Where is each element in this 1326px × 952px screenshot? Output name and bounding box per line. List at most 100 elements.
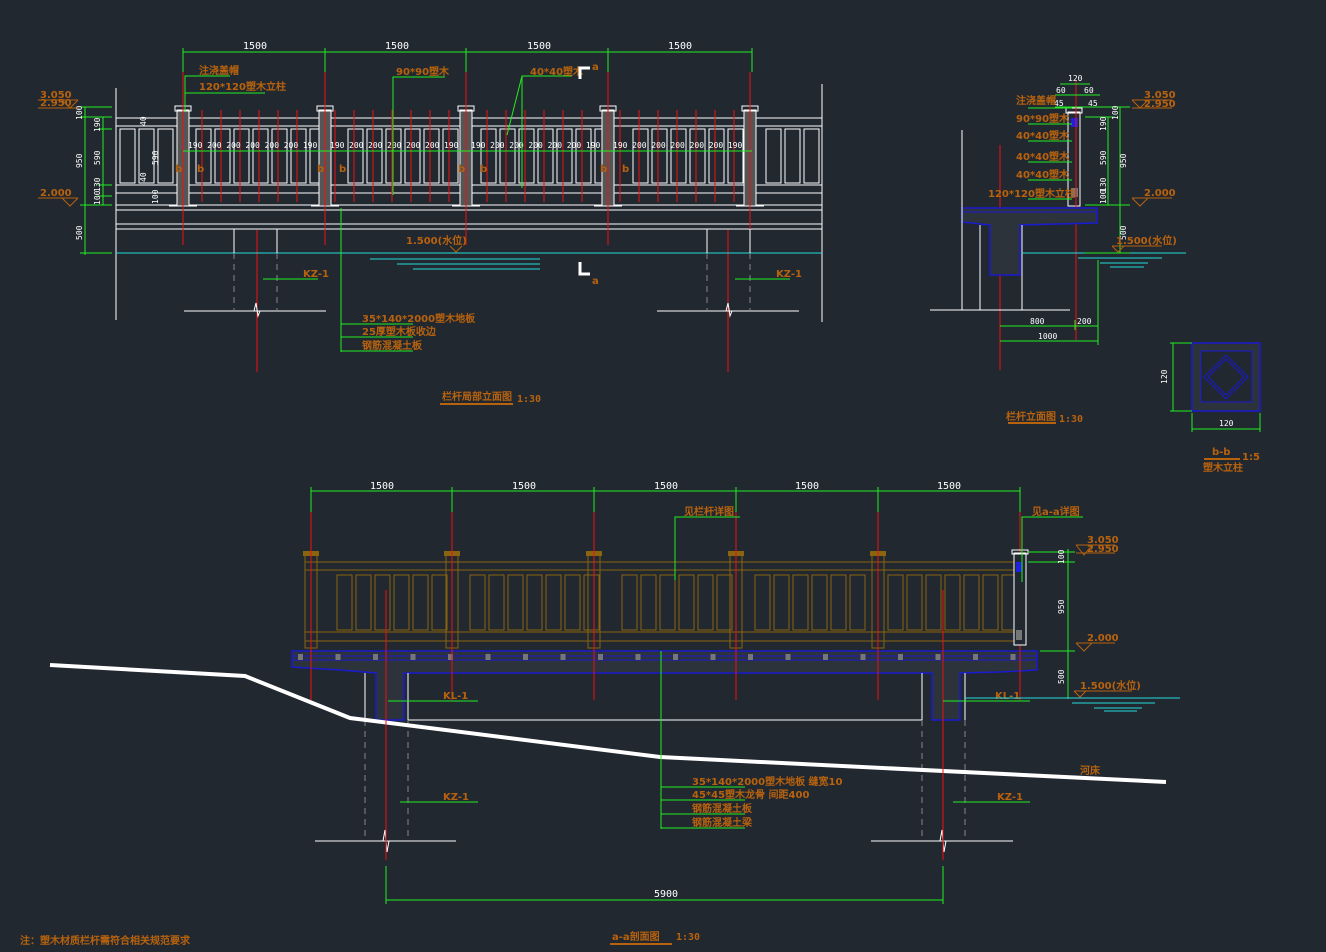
side-label: 40*40塑木 <box>1016 129 1070 142</box>
section-mark-label: a <box>592 62 599 73</box>
spacing-label: 190 <box>303 141 318 150</box>
span-label: 1500 <box>370 481 394 492</box>
dim-590: 590 <box>151 150 160 165</box>
spacing-label: 200 <box>690 141 705 150</box>
spacing-label: 200 <box>709 141 724 150</box>
aa-ref-label: 见a-a详图 <box>1032 505 1080 518</box>
baluster-panel <box>982 574 999 631</box>
b-mark-label: b <box>458 164 465 175</box>
baluster-panel <box>195 128 212 184</box>
post-label: 120*120塑木立柱 <box>199 80 286 93</box>
water-level-label: 1.500(水位) <box>406 234 467 247</box>
spacing-label: 190 <box>728 141 743 150</box>
pile-label-left: KZ-1 <box>303 269 329 280</box>
side-elevation: 120 60 60 45 45 100 190 590 100 130 950 … <box>930 74 1186 425</box>
dim-950: 950 <box>1119 153 1128 168</box>
spacing-label: 200 <box>651 141 666 150</box>
baluster-panel <box>404 128 421 184</box>
dim-100: 100 <box>75 105 84 120</box>
total-span-label: 5900 <box>654 889 678 900</box>
span-label: 1500 <box>512 481 536 492</box>
elev-2950: 2.950 <box>1144 99 1176 110</box>
railing-ref-label: 见栏杆详图 <box>684 505 734 518</box>
section-mark-icon <box>578 262 590 276</box>
spacing-label: 190 <box>471 141 486 150</box>
spacing-label: 200 <box>490 141 505 150</box>
baluster-panel <box>906 574 923 631</box>
span-label: 1500 <box>385 41 409 52</box>
joist <box>523 654 528 660</box>
beam-label-left: KL-1 <box>443 691 468 702</box>
spacing-label: 200 <box>226 141 241 150</box>
joist <box>598 654 603 660</box>
baluster-panel <box>887 574 904 631</box>
baluster-panel <box>849 574 866 631</box>
deck-label: 35*140*2000塑木地板 <box>362 312 476 325</box>
elev-2000: 2.000 <box>1087 633 1119 644</box>
spacing-label: 200 <box>406 141 421 150</box>
baluster-panel <box>480 128 497 184</box>
baluster-panel <box>518 128 535 184</box>
baluster-panel <box>442 128 459 184</box>
dim-500: 500 <box>1057 669 1066 684</box>
spacing-label: 190 <box>444 141 459 150</box>
spacing-label: 200 <box>368 141 383 150</box>
dim-45: 45 <box>1088 99 1098 108</box>
side-label: 120*120塑木立柱 <box>988 187 1075 200</box>
beam-label-right: KL-1 <box>995 691 1020 702</box>
elev-2000: 2.000 <box>1144 188 1176 199</box>
riverbed-label: 河床 <box>1080 764 1101 777</box>
joist <box>1010 654 1016 660</box>
baluster-panel <box>138 128 155 184</box>
dim-100: 100 <box>1099 189 1108 204</box>
elev-2950: 2.950 <box>40 98 72 109</box>
dim-130: 130 <box>1099 177 1108 192</box>
dim-590: 590 <box>1099 150 1108 165</box>
baluster-panel <box>545 574 562 631</box>
joist <box>785 654 791 660</box>
dim-590: 590 <box>93 150 102 165</box>
baluster-panel <box>583 574 600 631</box>
baluster-panel <box>792 574 809 631</box>
span-label: 1500 <box>668 41 692 52</box>
cap-label: 注浇盖帽 <box>199 64 239 77</box>
baluster-panel <box>784 128 801 184</box>
baluster-panel <box>670 128 687 184</box>
riverbed-line <box>49 663 1167 784</box>
baluster-panel <box>803 128 820 184</box>
baluster-panel <box>716 574 733 631</box>
section-mark-label: a <box>592 276 599 287</box>
b-mark-label: b <box>317 164 324 175</box>
dim-120: 120 <box>1068 74 1083 83</box>
baluster-panel <box>632 128 649 184</box>
joist <box>673 654 678 660</box>
joist <box>860 654 866 660</box>
post-section: 120 120 b-b 1:5 塑木立柱 <box>1160 342 1261 474</box>
section-mark-icon <box>578 66 590 79</box>
joist <box>635 654 641 660</box>
dim-800: 800 <box>1030 317 1045 326</box>
dim-60: 60 <box>1084 86 1094 95</box>
bottom-section-title: a-a剖面图 <box>612 930 660 943</box>
dim-950: 950 <box>75 153 84 168</box>
span-label: 1500 <box>795 481 819 492</box>
spacing-label: 200 <box>670 141 685 150</box>
rail40-label: 40*40塑木 <box>530 65 584 78</box>
elev-3050: 3.050 <box>40 90 72 101</box>
joist <box>410 654 416 660</box>
rail90-label: 90*90塑木 <box>396 65 450 78</box>
spacing-label: 200 <box>387 141 402 150</box>
span-label: 1500 <box>243 41 267 52</box>
b-mark-label: b <box>622 164 629 175</box>
baluster-panel <box>488 574 505 631</box>
dim-190: 190 <box>93 117 102 132</box>
baluster-panel <box>526 574 543 631</box>
post-section-scale: 1:5 <box>1242 452 1260 463</box>
baluster-panel <box>727 128 744 184</box>
drawing-note: 注：塑木材质栏杆需符合相关规范要求 <box>20 934 191 947</box>
spacing-label: 190 <box>586 141 601 150</box>
top-elevation-scale: 1:30 <box>517 394 541 405</box>
spacing-label: 200 <box>349 141 364 150</box>
deck-label: 35*140*2000塑木地板 缝宽10 <box>692 775 843 788</box>
